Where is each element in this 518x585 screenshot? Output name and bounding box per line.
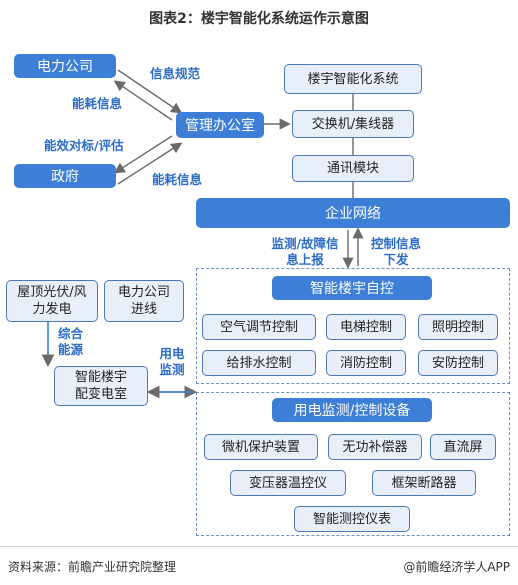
label-energy-info-2: 能耗信息 xyxy=(152,172,203,187)
label-monitor-fault: 监测/故障信息上报 xyxy=(271,236,339,267)
device-transformer-temp: 变压器温控仪 xyxy=(230,470,346,496)
enterprise-network-bar: 企业网络 xyxy=(196,198,510,228)
device-microcomputer-protection: 微机保护装置 xyxy=(204,434,318,460)
chart-title: 图表2：楼宇智能化系统运作示意图 xyxy=(149,11,369,27)
power-company-line-node: 电力公司进线 xyxy=(104,280,184,322)
footer-divider xyxy=(0,546,518,547)
footer-brand: @前瞻经济学人APP xyxy=(403,560,510,574)
control-item-lighting: 照明控制 xyxy=(418,314,498,340)
power-monitoring-area xyxy=(196,392,510,536)
building-control-area xyxy=(196,268,510,384)
label-power-monitoring: 用电监测 xyxy=(159,346,185,377)
control-item-security: 安防控制 xyxy=(418,350,498,376)
label-efficiency-eval: 能效对标/评估 xyxy=(44,138,124,153)
label-energy-info-1: 能耗信息 xyxy=(72,96,123,111)
power-company-node: 电力公司 xyxy=(14,54,116,78)
power-monitoring-header: 用电监测/控制设备 xyxy=(272,398,432,422)
government-node: 政府 xyxy=(14,164,116,188)
substation-node: 智能楼宇配变电室 xyxy=(54,366,148,406)
switch-node: 交换机/集线器 xyxy=(292,110,414,138)
footer-source: 资料来源：前瞻产业研究院整理 xyxy=(8,560,177,574)
label-control-info: 控制信息下发 xyxy=(370,236,421,267)
comm-module-node: 通讯模块 xyxy=(292,155,414,182)
control-item-fire: 消防控制 xyxy=(326,350,406,376)
management-office-node: 管理办公室 xyxy=(176,112,264,138)
control-item-elevator: 电梯控制 xyxy=(326,314,406,340)
device-frame-breaker: 框架断路器 xyxy=(372,470,476,496)
device-dc-panel: 直流屏 xyxy=(430,434,496,460)
label-integrated-energy: 综合能源 xyxy=(58,326,84,357)
building-control-header: 智能楼宇自控 xyxy=(272,276,432,300)
device-reactive-compensator: 无功补偿器 xyxy=(328,434,422,460)
control-item-air: 空气调节控制 xyxy=(202,314,316,340)
control-item-water: 给排水控制 xyxy=(202,350,316,376)
rooftop-pv-node: 屋顶光伏/风力发电 xyxy=(6,280,98,322)
label-info-regulation: 信息规范 xyxy=(150,66,201,81)
bas-system-node: 楼宇智能化系统 xyxy=(284,64,422,94)
device-smart-meter: 智能测控仪表 xyxy=(294,506,410,532)
